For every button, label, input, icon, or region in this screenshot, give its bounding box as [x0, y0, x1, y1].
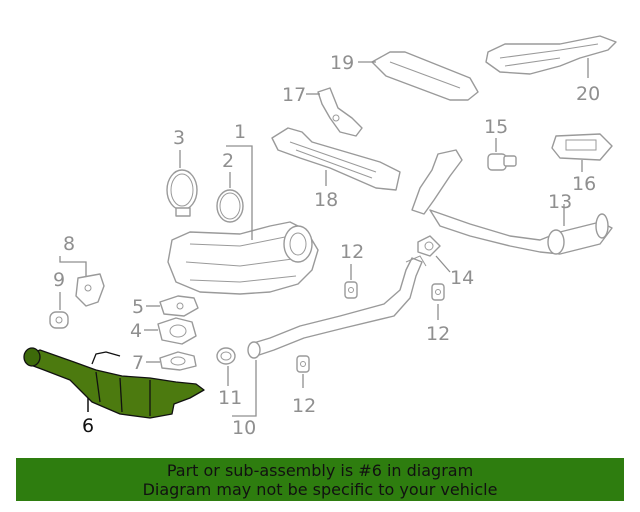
- part-12-hanger-a: [344, 281, 358, 299]
- callout-15: 15: [484, 116, 508, 138]
- part-13-rear-pipe: [411, 149, 613, 255]
- callout-16: 16: [572, 173, 596, 195]
- part-6-highlighted-pipe: [23, 347, 205, 419]
- callout-12b: 12: [426, 323, 450, 345]
- part-12-hanger-b: [431, 283, 445, 301]
- callout-14: 14: [450, 267, 474, 289]
- part-9-isolator: [49, 311, 69, 329]
- info-banner: Part or sub-assembly is #6 in diagram Di…: [16, 458, 624, 501]
- leader-14: [435, 255, 451, 273]
- callout-11: 11: [218, 387, 242, 409]
- callout-2: 2: [222, 150, 234, 172]
- part-19-heat-shield: [371, 51, 479, 101]
- part-8-bracket: [75, 273, 105, 307]
- callout-18: 18: [314, 189, 338, 211]
- callout-9: 9: [53, 269, 65, 291]
- callout-17: 17: [282, 84, 306, 106]
- part-4-flange: [157, 317, 197, 345]
- part-10-intermediate-pipe: [247, 255, 427, 359]
- part-18-heat-shield: [271, 127, 401, 191]
- part-5-gasket: [159, 295, 199, 317]
- leader-1: [226, 145, 253, 240]
- part-2-gasket: [216, 189, 244, 223]
- banner-line-2: Diagram may not be specific to your vehi…: [142, 480, 498, 499]
- part-14-gasket: [417, 235, 441, 257]
- callout-20: 20: [576, 83, 600, 105]
- part-17-bracket: [317, 87, 363, 137]
- callout-12c: 12: [292, 395, 316, 417]
- part-1-converter: [167, 221, 319, 295]
- exhaust-parts-diagram: 20 19 17 18 15 16 13: [23, 35, 617, 439]
- part-20-heat-shield: [485, 35, 617, 75]
- part-3-clamp: [166, 169, 198, 217]
- callout-12a: 12: [340, 241, 364, 263]
- leader-8: [59, 256, 87, 276]
- part-12-hanger-c: [296, 355, 310, 373]
- callout-13: 13: [548, 191, 572, 213]
- callout-6: 6: [82, 415, 94, 437]
- callout-4: 4: [130, 320, 142, 342]
- leader-10: [232, 360, 257, 417]
- callout-1: 1: [234, 121, 246, 143]
- callout-8: 8: [63, 233, 75, 255]
- part-7-gasket: [159, 351, 197, 371]
- part-11-clamp: [216, 347, 236, 365]
- callout-10: 10: [232, 417, 256, 439]
- part-16-bracket: [551, 133, 613, 161]
- part-15-sensor: [487, 153, 517, 171]
- callout-3: 3: [173, 127, 185, 149]
- banner-line-1: Part or sub-assembly is #6 in diagram: [166, 461, 474, 480]
- callout-5: 5: [132, 296, 144, 318]
- callout-7: 7: [132, 352, 144, 374]
- callout-19: 19: [330, 52, 354, 74]
